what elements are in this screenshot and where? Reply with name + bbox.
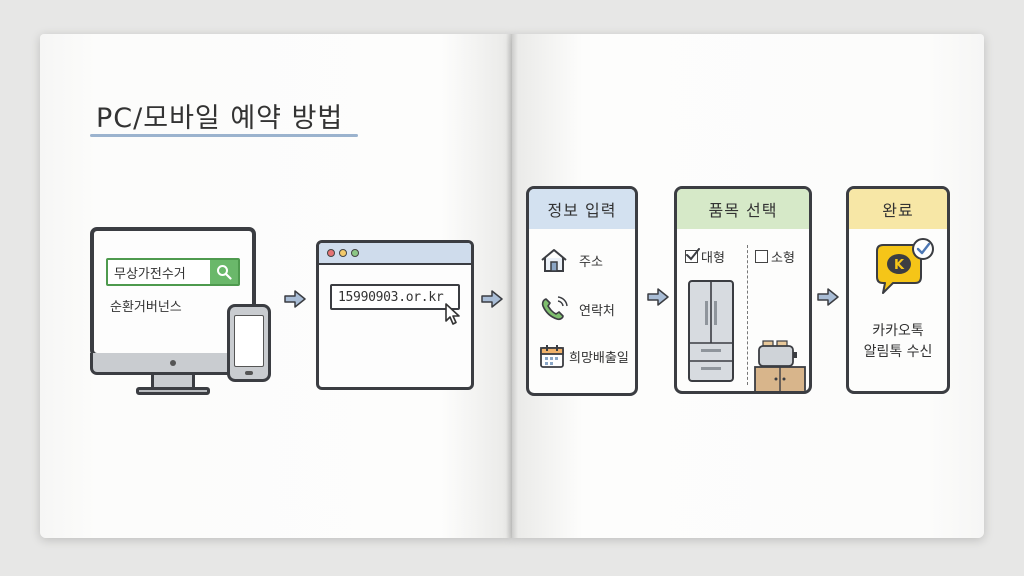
date-row: 희망배출일 [539,343,629,369]
browser-close-dot [327,249,335,257]
magnifier-icon [217,265,232,280]
browser-titlebar [319,243,471,265]
smartphone-icon [227,304,271,382]
house-icon [541,249,567,272]
large-checkbox[interactable] [685,248,700,263]
option-divider [747,245,748,385]
search-button[interactable] [210,260,238,284]
contact-row: 연락처 [539,295,615,323]
calendar-icon [540,345,564,368]
small-checkbox[interactable] [755,250,768,263]
arrow-right-icon [647,288,669,306]
cabinet-icon [754,366,806,391]
monitor-stand [151,375,195,389]
complete-card: 완료 K 카카오톡 알림톡 수신 [846,186,950,394]
kakaotalk-icon: K [876,238,934,294]
checkmark-icon [686,248,700,261]
address-row: 주소 [539,247,603,273]
arrow-right-icon [481,290,503,308]
arrow-right-icon [284,290,306,308]
large-label: 대형 [701,251,725,266]
browser-window [316,240,474,390]
small-option[interactable]: 소형 [755,247,795,266]
contact-label: 연락처 [579,303,615,319]
small-label: 소형 [771,251,795,266]
browser-minimize-dot [339,249,347,257]
info-card-title: 정보 입력 [529,189,635,229]
large-option[interactable]: 대형 [685,247,725,266]
page-title: PC/모바일 예약 방법 [96,103,344,134]
search-query: 무상가전수거 [114,266,186,282]
book-spine [506,34,518,538]
kakao-badge-letter: K [894,258,905,273]
info-input-card: 정보 입력 주소 연락처 희망배 [526,186,638,396]
kakao-line2: 알림톡 수신 [863,344,933,360]
phone-home-button [245,371,253,375]
item-card-title: 품목 선택 [677,189,809,229]
phone-screen [234,315,264,367]
refrigerator-icon [688,280,734,382]
monitor-power-dot [170,360,176,366]
phone-icon [541,296,568,321]
monitor-base [136,387,210,395]
date-label: 희망배출일 [569,350,629,366]
monitor-subtext: 순환거버넌스 [110,300,182,315]
address-label: 주소 [579,254,603,270]
toaster-icon [758,340,797,367]
mouse-cursor-icon [445,303,460,325]
arrow-right-icon [817,288,839,306]
browser-maximize-dot [351,249,359,257]
search-input[interactable]: 무상가전수거 [106,258,240,286]
url-input[interactable]: 15990903.or.kr [330,284,460,310]
complete-card-title: 완료 [849,189,947,229]
open-book: PC/모바일 예약 방법 무상가전수거 순환거버넌스 15990903.or.k… [40,34,984,538]
kakao-line1: 카카오톡 [872,323,924,339]
title-underline [90,134,358,137]
item-select-card: 품목 선택 대형 소형 [674,186,812,394]
